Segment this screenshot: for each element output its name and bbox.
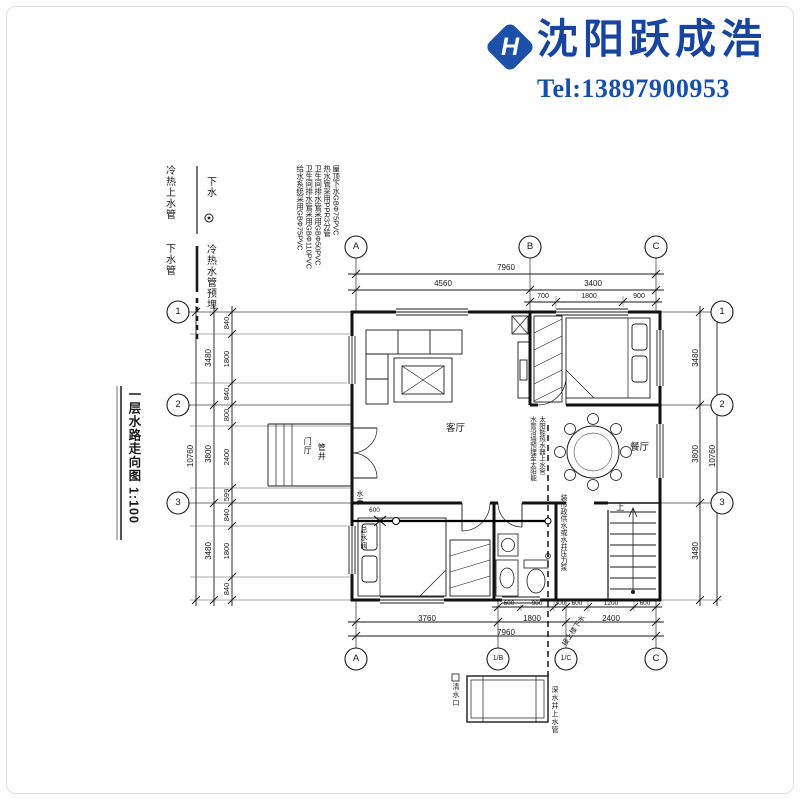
title-underline — [116, 386, 122, 540]
dining-table — [554, 413, 632, 491]
axis-bubble-left-3: 3 — [175, 497, 181, 508]
bedroom1-furniture — [533, 315, 651, 403]
dim-right-total: 10760 — [708, 444, 717, 468]
axis-bubble-bottom-1b: 1/B — [492, 655, 504, 662]
stairs — [610, 507, 656, 594]
dim-bottom-sub: 300 — [554, 600, 566, 607]
label-stairs-up: 上 — [616, 502, 625, 512]
dim-bottom: 2400 — [602, 614, 620, 623]
legend-label-embedded-pipe: 冷热水管预埋 — [204, 244, 216, 310]
dim-right-group: 3480 — [691, 349, 700, 367]
dim-bottom-sub: 1200 — [603, 600, 619, 607]
note-line: 给水系统采用GBΦ75PVC — [295, 165, 305, 251]
living-room-furniture — [365, 315, 530, 405]
dim-left-group: 3480 — [204, 349, 213, 367]
legend-label-drain-pipe: 下水管 — [163, 243, 175, 276]
axis-bubble-top-b: B — [526, 241, 534, 252]
label-water-meter: 水表 — [356, 490, 364, 506]
walls — [350, 310, 662, 602]
bedroom2-furniture — [357, 517, 491, 597]
room-label-living: 客厅 — [446, 423, 466, 434]
dim-left: 840 — [222, 508, 231, 522]
legend-symbols — [195, 166, 214, 342]
dim-top: 4560 — [434, 279, 452, 288]
dimension-lines — [195, 273, 718, 637]
dim-bottom: 3760 — [418, 614, 436, 623]
dim-top-total: 7960 — [497, 263, 515, 272]
dim-right-group: 3800 — [691, 445, 700, 463]
axis-bubble-right-3: 3 — [719, 497, 725, 508]
room-label-foyer: 门厅 — [303, 437, 313, 455]
axis-bubbles — [166, 235, 734, 671]
legend-label-hot-cold-supply: 冷热上水管 — [163, 165, 175, 220]
dim-left: 840 — [222, 582, 231, 596]
label-pump-note: 装市政供水或水井压力泵 — [560, 494, 568, 571]
dim-right-group: 3480 — [691, 542, 700, 560]
dim-bottom-sub: 600 — [571, 600, 583, 607]
axis-bubble-right-2: 2 — [719, 399, 725, 410]
dim-left-group: 3480 — [204, 542, 213, 560]
axis-bubble-bottom-1c: 1/C — [560, 655, 572, 662]
logo-letter: H — [500, 33, 520, 61]
dim-top-sub: 1800 — [581, 293, 597, 300]
dim-left: 2400 — [222, 448, 231, 466]
dim-top: 3400 — [584, 279, 602, 288]
dim-top-sub: 900 — [633, 293, 645, 300]
dim-bottom: 1800 — [523, 614, 541, 623]
dim-left-total: 10760 — [186, 444, 195, 468]
label-pipe-note-1: 水管沿墙预埋至太阳能 — [528, 416, 536, 481]
note-line: 卫生间排水管采用GBΦ110PVC — [304, 165, 314, 270]
note-line: 屋顶下水GBΦ75PVC — [331, 165, 341, 236]
dim-left: 1800 — [222, 542, 231, 560]
label-meter-dim: 600 — [369, 507, 380, 514]
dim-left: 1800 — [222, 350, 231, 368]
note-line: 卫生间排水管采用GBΦ50PVC — [313, 165, 323, 266]
room-label-shaft: 管井 — [317, 443, 327, 461]
dim-left-group: 3800 — [204, 445, 213, 463]
entry-porch — [267, 423, 352, 487]
dim-bottom-total: 7960 — [497, 628, 515, 637]
brand-name: 沈阳跃成浩 — [537, 16, 767, 62]
label-tank-left: 清水口 — [452, 683, 460, 707]
dim-bottom-sub: 900 — [531, 600, 543, 607]
legend-label-drain: 下水 — [204, 176, 216, 198]
page-border — [6, 6, 794, 794]
axis-bubble-bottom-c: C — [652, 653, 660, 664]
dimension-ticks — [191, 269, 722, 641]
drawing-title: 一层水路走向图 1:100 — [126, 388, 141, 524]
bathroom-fixtures — [495, 533, 551, 597]
note-line: 热水管采用PPR3分管 — [322, 165, 332, 238]
axis-bubble-top-a: A — [352, 241, 360, 252]
dim-bottom-sub: 600 — [503, 600, 515, 607]
dimension-extension-lines — [190, 296, 722, 611]
dim-left: 800 — [222, 408, 231, 422]
room-label-dining: 餐厅 — [630, 442, 650, 453]
axis-bubble-left-2: 2 — [175, 399, 181, 410]
windows — [348, 308, 664, 604]
water-pipes — [352, 424, 552, 676]
label-tank-right: 深水井上水管 — [551, 686, 559, 734]
axis-bubble-top-c: C — [652, 241, 660, 252]
dim-top-sub: 700 — [537, 293, 549, 300]
dim-bottom-sub: 600 — [639, 600, 651, 607]
axis-bubble-left-1: 1 — [175, 306, 181, 317]
axis-lines — [189, 258, 711, 648]
label-main-valve: 总水阀 — [360, 526, 368, 550]
water-tank — [451, 673, 549, 723]
dim-left: 840 — [222, 316, 231, 330]
label-pipe-note-2: 太阳能热水器上水管 — [537, 416, 545, 475]
phone-number: Tel:13897900953 — [537, 74, 730, 103]
company-logo-icon — [487, 24, 533, 70]
axis-bubble-bottom-a: A — [352, 653, 360, 664]
axis-bubble-right-1: 1 — [719, 306, 725, 317]
